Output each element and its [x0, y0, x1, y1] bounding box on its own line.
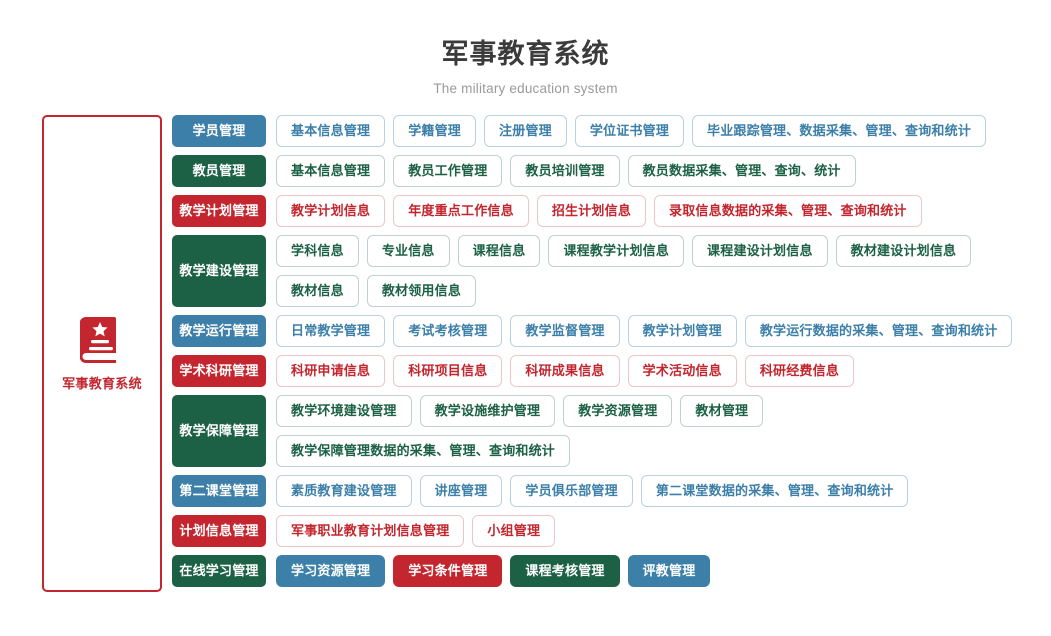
module-item-button[interactable]: 专业信息	[366, 234, 450, 267]
module-item-button[interactable]: 学员俱乐部管理	[510, 474, 633, 507]
module-item-button[interactable]: 教学计划信息	[276, 194, 386, 227]
main-layout: 军事教育系统 学员管理基本信息管理学籍管理注册管理学位证书管理毕业跟踪管理、数据…	[0, 96, 1051, 595]
module-item-button[interactable]: 年度重点工作信息	[393, 194, 529, 227]
module-item-button[interactable]: 教学监督管理	[510, 314, 620, 347]
module-item-button[interactable]: 学科信息	[276, 234, 359, 267]
page-subtitle: The military education system	[433, 80, 618, 96]
module-item-list: 科研申请信息科研项目信息科研成果信息学术活动信息科研经费信息	[276, 354, 1041, 387]
category-button[interactable]: 学术科研管理	[172, 354, 266, 387]
module-item-button[interactable]: 基本信息管理	[276, 154, 386, 187]
module-item-button[interactable]: 考试考核管理	[393, 314, 503, 347]
module-item-list: 日常教学管理考试考核管理教学监督管理教学计划管理教学运行数据的采集、管理、查询和…	[276, 314, 1041, 347]
module-item-button[interactable]: 注册管理	[484, 114, 567, 147]
module-item-list: 教学计划信息年度重点工作信息招生计划信息录取信息数据的采集、管理、查询和统计	[276, 194, 1041, 227]
module-item-button[interactable]: 教学保障管理数据的采集、管理、查询和统计	[276, 434, 571, 467]
module-item-button[interactable]: 录取信息数据的采集、管理、查询和统计	[654, 194, 922, 227]
module-row: 学员管理基本信息管理学籍管理注册管理学位证书管理毕业跟踪管理、数据采集、管理、查…	[172, 114, 1041, 147]
category-button[interactable]: 计划信息管理	[172, 514, 266, 547]
module-row: 计划信息管理军事职业教育计划信息管理小组管理	[172, 514, 1041, 547]
module-item-button[interactable]: 学习条件管理	[393, 554, 503, 587]
module-item-list: 素质教育建设管理讲座管理学员俱乐部管理第二课堂数据的采集、管理、查询和统计	[276, 474, 1041, 507]
module-row: 教员管理基本信息管理教员工作管理教员培训管理教员数据采集、管理、查询、统计	[172, 154, 1041, 187]
module-item-button[interactable]: 教员工作管理	[393, 154, 503, 187]
category-button[interactable]: 在线学习管理	[172, 554, 266, 587]
sidebar: 军事教育系统	[42, 114, 162, 592]
module-item-button[interactable]: 教材信息	[276, 274, 359, 307]
sidebar-system-label: 军事教育系统	[62, 375, 142, 391]
module-item-button[interactable]: 课程考核管理	[510, 554, 620, 587]
category-button[interactable]: 教学保障管理	[172, 394, 266, 467]
book-star-icon	[79, 315, 124, 363]
module-item-button[interactable]: 评教管理	[627, 554, 711, 587]
module-item-button[interactable]: 课程教学计划信息	[548, 234, 685, 267]
module-item-list: 学习资源管理学习条件管理课程考核管理评教管理	[276, 554, 1041, 587]
category-button[interactable]: 学员管理	[172, 114, 266, 147]
module-row: 学术科研管理科研申请信息科研项目信息科研成果信息学术活动信息科研经费信息	[172, 354, 1041, 387]
module-item-button[interactable]: 教学环境建设管理	[276, 394, 412, 427]
module-item-button[interactable]: 学籍管理	[393, 114, 477, 147]
module-item-button[interactable]: 第二课堂数据的采集、管理、查询和统计	[640, 474, 909, 507]
category-button[interactable]: 教学建设管理	[172, 234, 266, 307]
module-item-button[interactable]: 教学运行数据的采集、管理、查询和统计	[744, 314, 1013, 347]
module-row: 教学保障管理教学环境建设管理教学设施维护管理教学资源管理教材管理教学保障管理数据…	[172, 394, 1041, 467]
module-item-button[interactable]: 讲座管理	[419, 474, 503, 507]
module-row: 教学运行管理日常教学管理考试考核管理教学监督管理教学计划管理教学运行数据的采集、…	[172, 314, 1041, 347]
module-item-button[interactable]: 学习资源管理	[276, 554, 386, 587]
module-item-button[interactable]: 教材管理	[680, 394, 764, 427]
module-item-button[interactable]: 课程信息	[457, 234, 541, 267]
module-row: 第二课堂管理素质教育建设管理讲座管理学员俱乐部管理第二课堂数据的采集、管理、查询…	[172, 474, 1041, 507]
module-item-button[interactable]: 教学资源管理	[563, 394, 673, 427]
module-item-list: 军事职业教育计划信息管理小组管理	[276, 514, 1041, 547]
module-item-button[interactable]: 科研项目信息	[393, 354, 503, 387]
page-title: 军事教育系统	[441, 39, 610, 69]
module-item-button[interactable]: 毕业跟踪管理、数据采集、管理、查询和统计	[692, 114, 987, 147]
module-item-button[interactable]: 科研申请信息	[276, 354, 386, 387]
module-item-button[interactable]: 教学设施维护管理	[419, 394, 556, 427]
module-item-list: 教学环境建设管理教学设施维护管理教学资源管理教材管理教学保障管理数据的采集、管理…	[276, 394, 1041, 467]
category-button[interactable]: 教学运行管理	[172, 314, 266, 347]
category-button[interactable]: 教学计划管理	[172, 194, 266, 227]
module-row: 教学建设管理学科信息专业信息课程信息课程教学计划信息课程建设计划信息教材建设计划…	[172, 234, 1041, 307]
module-item-button[interactable]: 素质教育建设管理	[276, 474, 412, 507]
module-item-button[interactable]: 教员培训管理	[510, 154, 620, 187]
module-item-button[interactable]: 基本信息管理	[276, 114, 386, 147]
module-item-button[interactable]: 军事职业教育计划信息管理	[276, 514, 465, 547]
module-item-button[interactable]: 教员数据采集、管理、查询、统计	[627, 154, 856, 187]
module-item-button[interactable]: 教材领用信息	[366, 274, 477, 307]
category-button[interactable]: 教员管理	[172, 154, 266, 187]
module-item-button[interactable]: 学位证书管理	[574, 114, 685, 147]
module-rows: 学员管理基本信息管理学籍管理注册管理学位证书管理毕业跟踪管理、数据采集、管理、查…	[162, 114, 1051, 595]
module-item-button[interactable]: 招生计划信息	[536, 194, 647, 227]
page-header: 军事教育系统 The military education system	[0, 0, 1051, 96]
module-item-button[interactable]: 科研经费信息	[744, 354, 855, 387]
module-row: 在线学习管理学习资源管理学习条件管理课程考核管理评教管理	[172, 554, 1041, 587]
module-item-button[interactable]: 小组管理	[472, 514, 556, 547]
module-item-list: 基本信息管理教员工作管理教员培训管理教员数据采集、管理、查询、统计	[276, 154, 1041, 187]
module-item-button[interactable]: 科研成果信息	[510, 354, 620, 387]
module-item-list: 学科信息专业信息课程信息课程教学计划信息课程建设计划信息教材建设计划信息教材信息…	[276, 234, 1041, 307]
module-item-button[interactable]: 教学计划管理	[627, 314, 737, 347]
sidebar-system-card[interactable]: 军事教育系统	[42, 114, 162, 592]
module-item-button[interactable]: 学术活动信息	[627, 354, 737, 387]
category-button[interactable]: 第二课堂管理	[172, 474, 266, 507]
module-item-button[interactable]: 课程建设计划信息	[692, 234, 828, 267]
module-item-button[interactable]: 日常教学管理	[276, 314, 386, 347]
module-row: 教学计划管理教学计划信息年度重点工作信息招生计划信息录取信息数据的采集、管理、查…	[172, 194, 1041, 227]
module-item-button[interactable]: 教材建设计划信息	[835, 234, 972, 267]
module-item-list: 基本信息管理学籍管理注册管理学位证书管理毕业跟踪管理、数据采集、管理、查询和统计	[276, 114, 1041, 147]
